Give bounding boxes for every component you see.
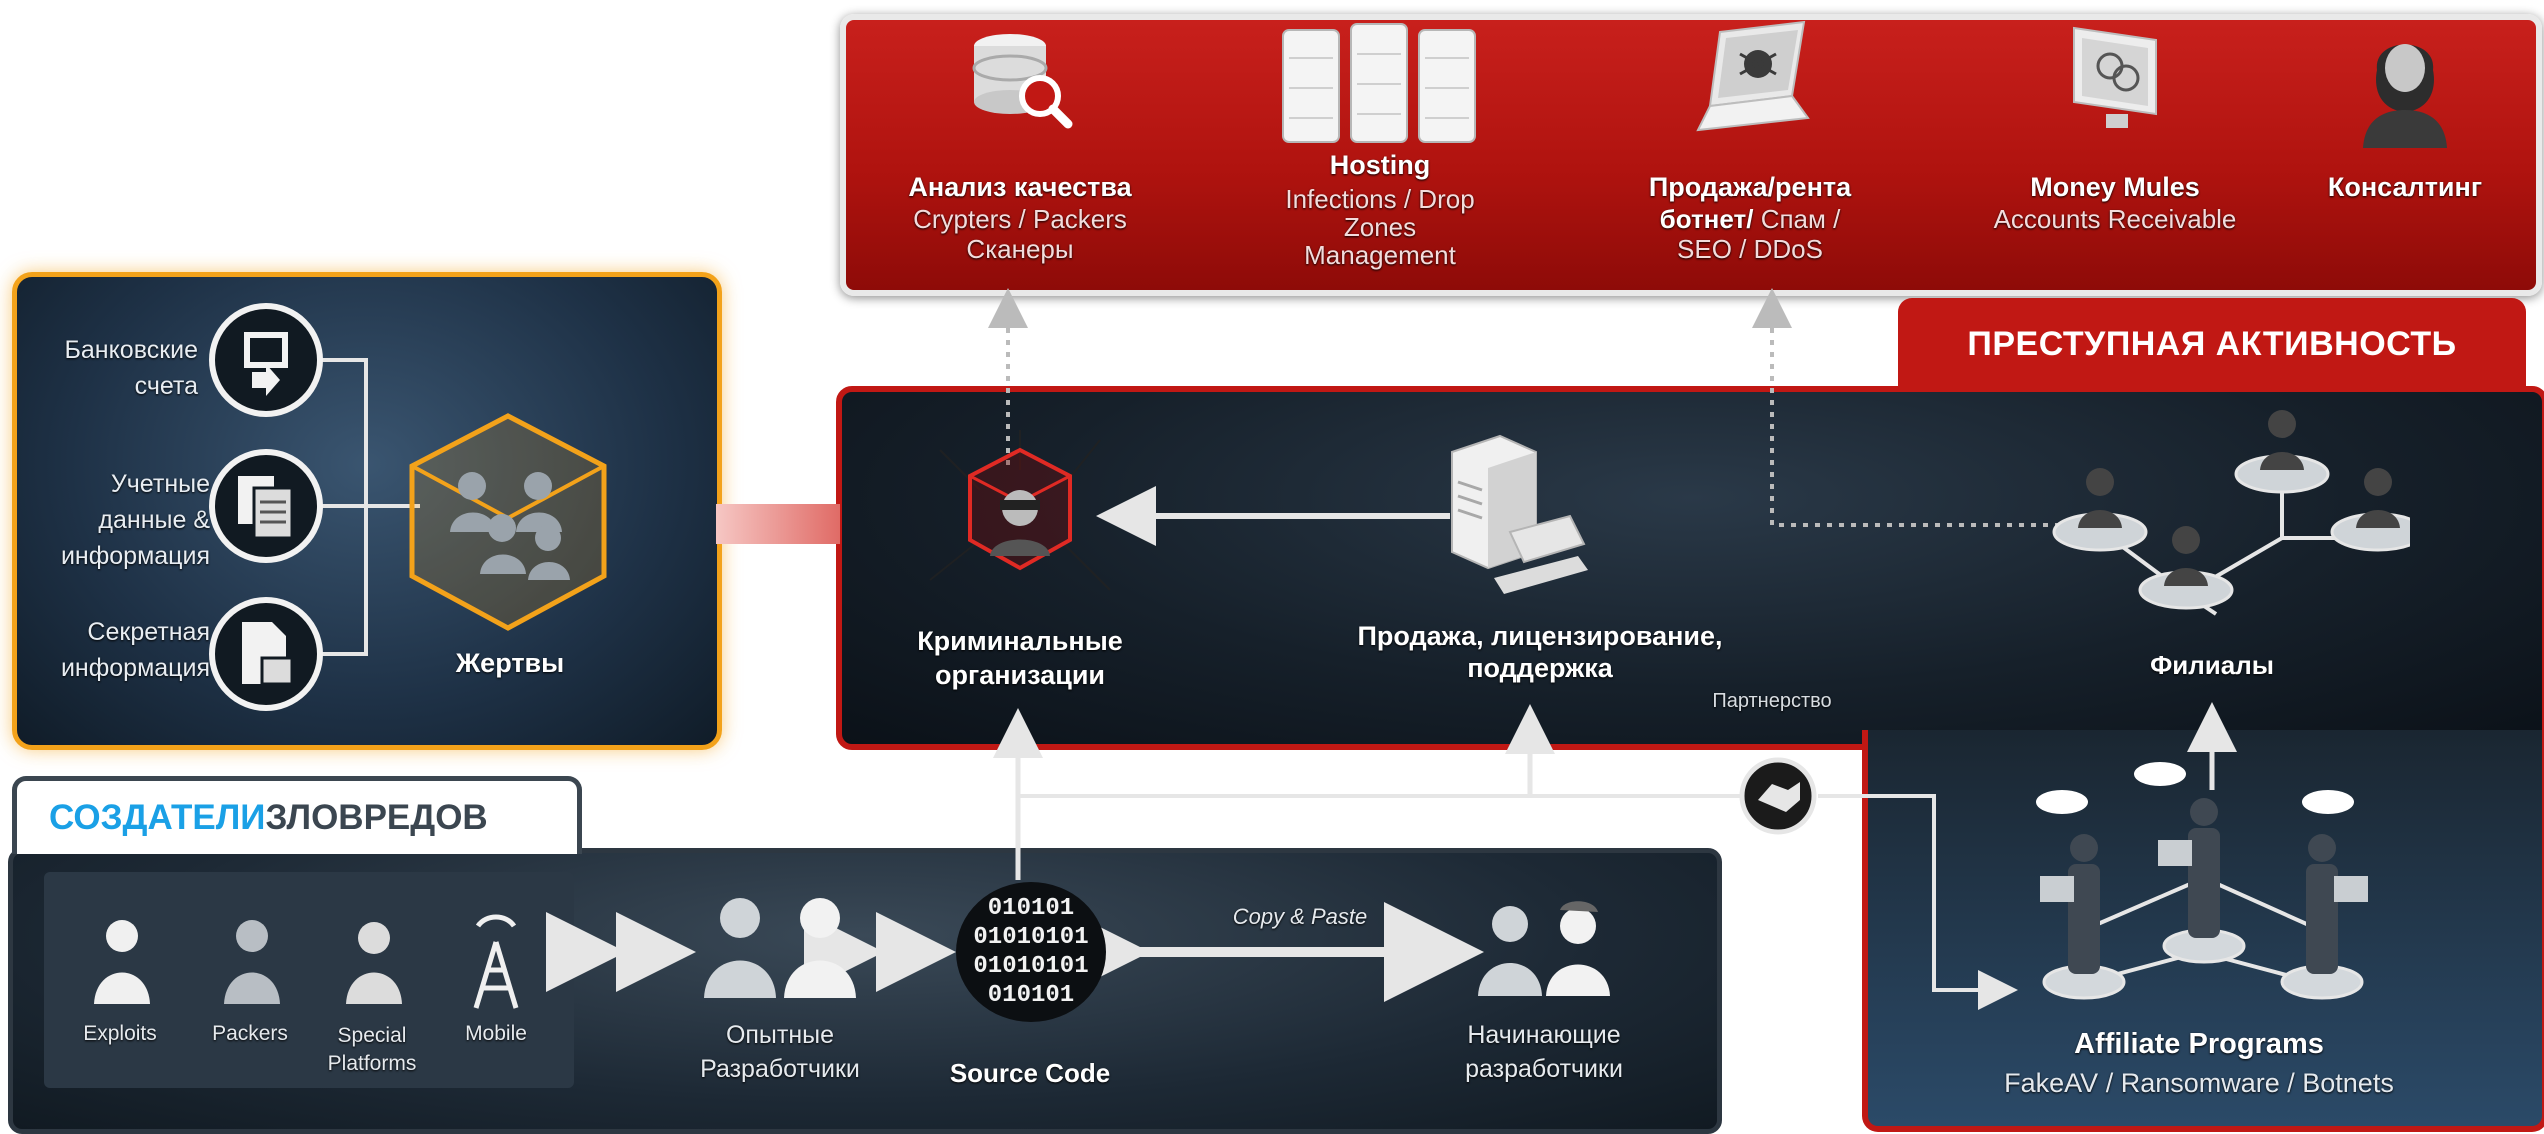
- service-hosting: Hosting Infections / Drop Zones Manageme…: [1230, 0, 1530, 270]
- service-title: Money Mules: [2030, 172, 2200, 202]
- label-line: Platforms: [327, 1052, 417, 1075]
- server-computer-icon: [1451, 434, 1588, 594]
- victim-item-label: Банковские счета: [20, 332, 198, 404]
- service-line: Сканеры: [966, 234, 1074, 264]
- malware-creators-heading: СОЗДАТЕЛИ ЗЛОВРЕДОВ: [12, 776, 582, 854]
- service-line-mixed: ботнет/ Спам /: [1600, 204, 1900, 234]
- label-line: Банковские: [64, 336, 198, 364]
- victims-group-icon: [409, 413, 607, 631]
- heading-rest: ЗЛОВРЕДОВ: [265, 797, 488, 837]
- criminal-orgs-label: Криминальные организации: [860, 624, 1180, 692]
- victims-label: Жертвы: [455, 648, 565, 678]
- label-line: данные &: [98, 506, 210, 534]
- experienced-label: Опытные Разработчики: [650, 1018, 910, 1086]
- service-line-part: Спам /: [1753, 204, 1841, 234]
- beginner-devs-icon: [1478, 901, 1610, 996]
- criminal-org-icon: [929, 430, 1111, 591]
- label-line: поддержка: [1467, 653, 1613, 683]
- sales-label: Продажа, лицензирование, поддержка: [1300, 620, 1780, 684]
- label-line: организации: [934, 660, 1106, 690]
- arrow-to-affiliates: [1818, 794, 2018, 1010]
- label-line: Криминальные: [917, 626, 1123, 656]
- copy-paste-label: Copy & Paste: [1232, 904, 1368, 929]
- service-line: Zones: [1343, 212, 1417, 242]
- documents-icon: [209, 449, 323, 563]
- label-line: Секретная: [87, 618, 210, 646]
- monitor-money-icon: [2073, 26, 2157, 128]
- label-line: Опытные: [725, 1021, 835, 1049]
- creator-role-icons: [94, 914, 519, 1009]
- service-title: Hosting: [1329, 150, 1431, 180]
- bank-transfer-icon: [209, 303, 323, 417]
- branches-people-icons: [2052, 410, 2410, 610]
- services-bar: [840, 14, 2542, 296]
- binary-code-icon: 010101 01010101 01010101 010101: [956, 882, 1106, 1022]
- heading-accent: СОЗДАТЕЛИ: [49, 797, 266, 837]
- service-line: Crypters / Packers: [913, 204, 1127, 234]
- affiliate-title: Affiliate Programs: [2074, 1028, 2324, 1060]
- affiliate-people-icons: [2036, 762, 2368, 1000]
- binary-line: 01010101: [973, 924, 1089, 951]
- binary-line: 01010101: [973, 953, 1089, 980]
- label-line: Учетные: [110, 470, 210, 498]
- branches-label: Филиалы: [2150, 650, 2274, 680]
- partnership-label: Партнерство: [1712, 690, 1832, 712]
- role-label: Mobile: [465, 1022, 527, 1045]
- secret-file-icon: [209, 597, 323, 711]
- service-line: Accounts Receivable: [1993, 204, 2237, 234]
- label-line: счета: [134, 372, 198, 400]
- label-line: Разработчики: [700, 1055, 860, 1083]
- database-search-icon: [972, 34, 1073, 129]
- service-line: Infections / Drop: [1285, 184, 1475, 214]
- service-quality-analysis: Анализ качества Crypters / Packers Скане…: [860, 0, 1180, 270]
- experienced-devs-icon: [704, 898, 856, 998]
- service-title: Консалтинг: [2327, 172, 2483, 202]
- service-consulting: Консалтинг: [2300, 0, 2510, 270]
- service-botnet-rental: Продажа/рента ботнет/ Спам / SEO / DDoS: [1600, 0, 1900, 270]
- criminal-activity-heading: ПРЕСТУПНАЯ АКТИВНОСТЬ: [1898, 298, 2526, 390]
- label-line: разработчики: [1465, 1055, 1623, 1083]
- victim-item-label: Учетные данные & информация: [20, 466, 210, 574]
- connector-dotted: [1752, 288, 2060, 527]
- label-line: Special: [337, 1024, 407, 1047]
- label-line: информация: [60, 654, 210, 682]
- service-line: SEO / DDoS: [1677, 234, 1823, 264]
- service-money-mules: Money Mules Accounts Receivable: [1950, 0, 2280, 270]
- criminal-activity-panel: [836, 386, 2544, 750]
- beginners-label: Начинающие разработчики: [1404, 1018, 1684, 1086]
- victims-connector: [716, 504, 840, 544]
- binary-line: 010101: [987, 982, 1075, 1009]
- binary-line: 010101: [987, 895, 1075, 922]
- affiliate-subtitle: FakeAV / Ransomware / Botnets: [2004, 1068, 2394, 1098]
- label-line: Начинающие: [1467, 1021, 1621, 1049]
- source-code-label: Source Code: [949, 1058, 1111, 1088]
- service-title: Анализ качества: [908, 172, 1132, 202]
- service-title: Продажа/рента: [1648, 172, 1852, 202]
- role-label: Exploits: [83, 1022, 157, 1045]
- service-title-part: ботнет/: [1659, 204, 1754, 234]
- laptop-bug-icon: [1696, 20, 1810, 132]
- consultant-icon: [2363, 44, 2447, 148]
- label-line: информация: [60, 542, 210, 570]
- service-line: Management: [1304, 240, 1456, 270]
- label-line: Продажа, лицензирование,: [1357, 621, 1723, 651]
- role-label: Packers: [212, 1022, 288, 1045]
- victims-tree: [318, 358, 420, 656]
- victim-item-label: Секретная информация: [20, 614, 210, 686]
- role-label: Special Platforms: [312, 1022, 432, 1078]
- server-rack-icon: [1282, 23, 1476, 143]
